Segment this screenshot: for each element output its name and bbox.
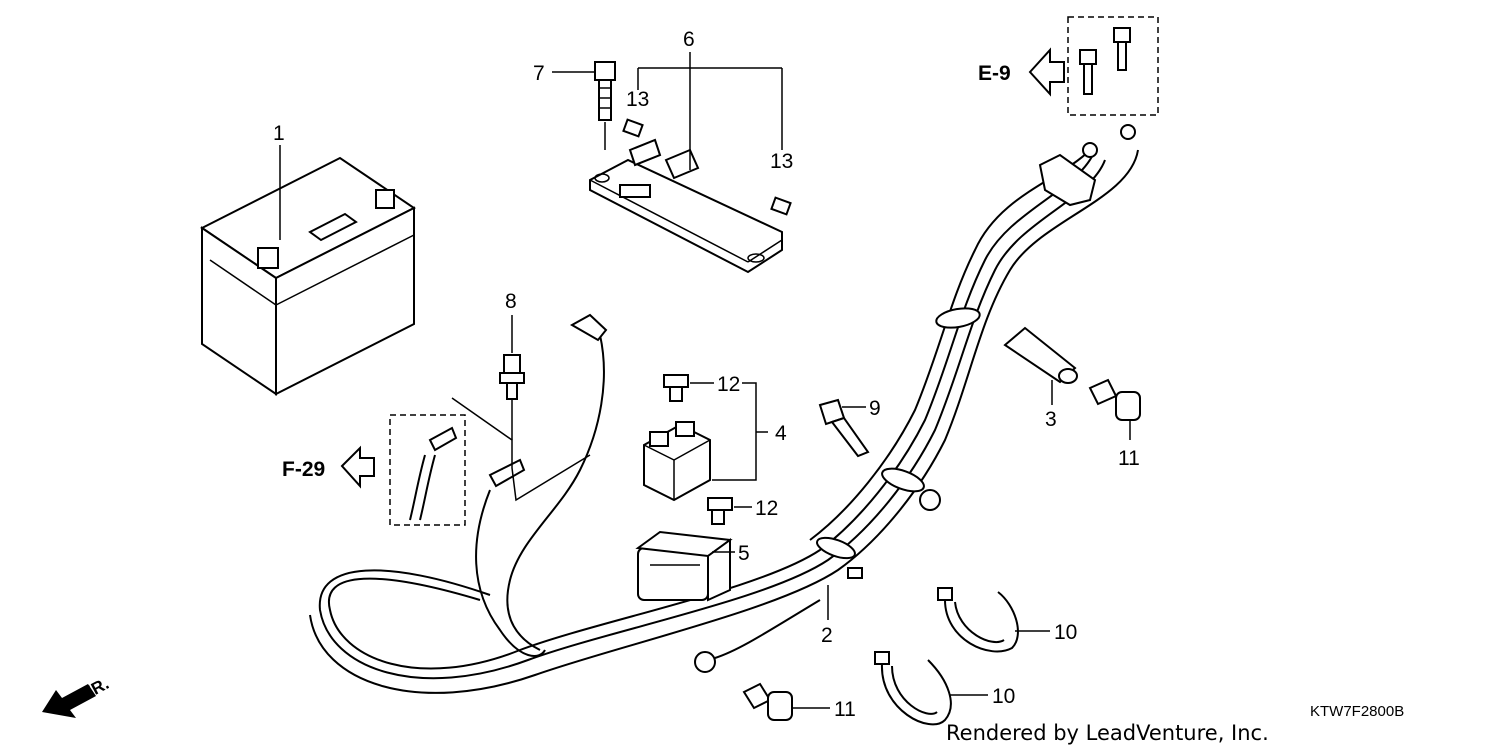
ref-f29: F-29 [282, 458, 325, 481]
wire-harness[interactable] [309, 124, 1139, 694]
leader-4 [712, 382, 757, 481]
battery-stay[interactable] [589, 138, 783, 274]
label-3: 3 [1045, 408, 1057, 431]
front-arrow-icon [42, 684, 96, 718]
label-13a: 13 [626, 88, 649, 111]
bolt-9[interactable] [818, 398, 870, 458]
label-5: 5 [738, 542, 750, 565]
bolt-11a[interactable] [1088, 378, 1141, 421]
cable-tie-b[interactable] [874, 651, 952, 726]
label-12b: 12 [755, 497, 778, 520]
cushion-a[interactable] [622, 118, 644, 138]
fuse-b[interactable] [707, 497, 733, 525]
label-6: 6 [683, 28, 695, 51]
cable-bracket-lines [451, 397, 591, 502]
detail-box-f29 [389, 414, 466, 526]
label-12a: 12 [717, 373, 740, 396]
cable-tie-a[interactable] [937, 587, 1019, 653]
credit-text: Rendered by LeadVenture, Inc. [946, 721, 1269, 745]
battery[interactable] [200, 156, 416, 396]
arrow-left-icon-f29 [340, 445, 375, 489]
bolt-11b[interactable] [742, 682, 793, 721]
arrow-left-icon [1028, 47, 1065, 97]
cushion-b[interactable] [770, 196, 792, 216]
diagram-code: KTW7F2800B [1310, 703, 1404, 720]
bolt-8[interactable] [499, 354, 525, 400]
starter-relay[interactable] [643, 421, 711, 502]
label-10b: 10 [992, 685, 1015, 708]
label-13b: 13 [770, 150, 793, 173]
battery-cables[interactable] [475, 313, 608, 657]
label-11a: 11 [1118, 447, 1140, 470]
label-8: 8 [505, 290, 517, 313]
label-10a: 10 [1054, 621, 1077, 644]
label-11b: 11 [834, 698, 856, 721]
ref-e9: E-9 [978, 62, 1011, 85]
bolt-7[interactable] [594, 61, 616, 121]
regulator[interactable] [635, 530, 733, 602]
label-9: 9 [869, 397, 881, 420]
label-4: 4 [775, 422, 787, 445]
terminal-cover[interactable] [1003, 326, 1078, 384]
label-2: 2 [821, 624, 833, 647]
screw-pair[interactable] [1079, 27, 1131, 95]
fuse-a[interactable] [663, 374, 689, 402]
detail-box-e9 [1067, 16, 1159, 116]
label-7: 7 [533, 62, 545, 85]
label-1: 1 [273, 122, 285, 145]
